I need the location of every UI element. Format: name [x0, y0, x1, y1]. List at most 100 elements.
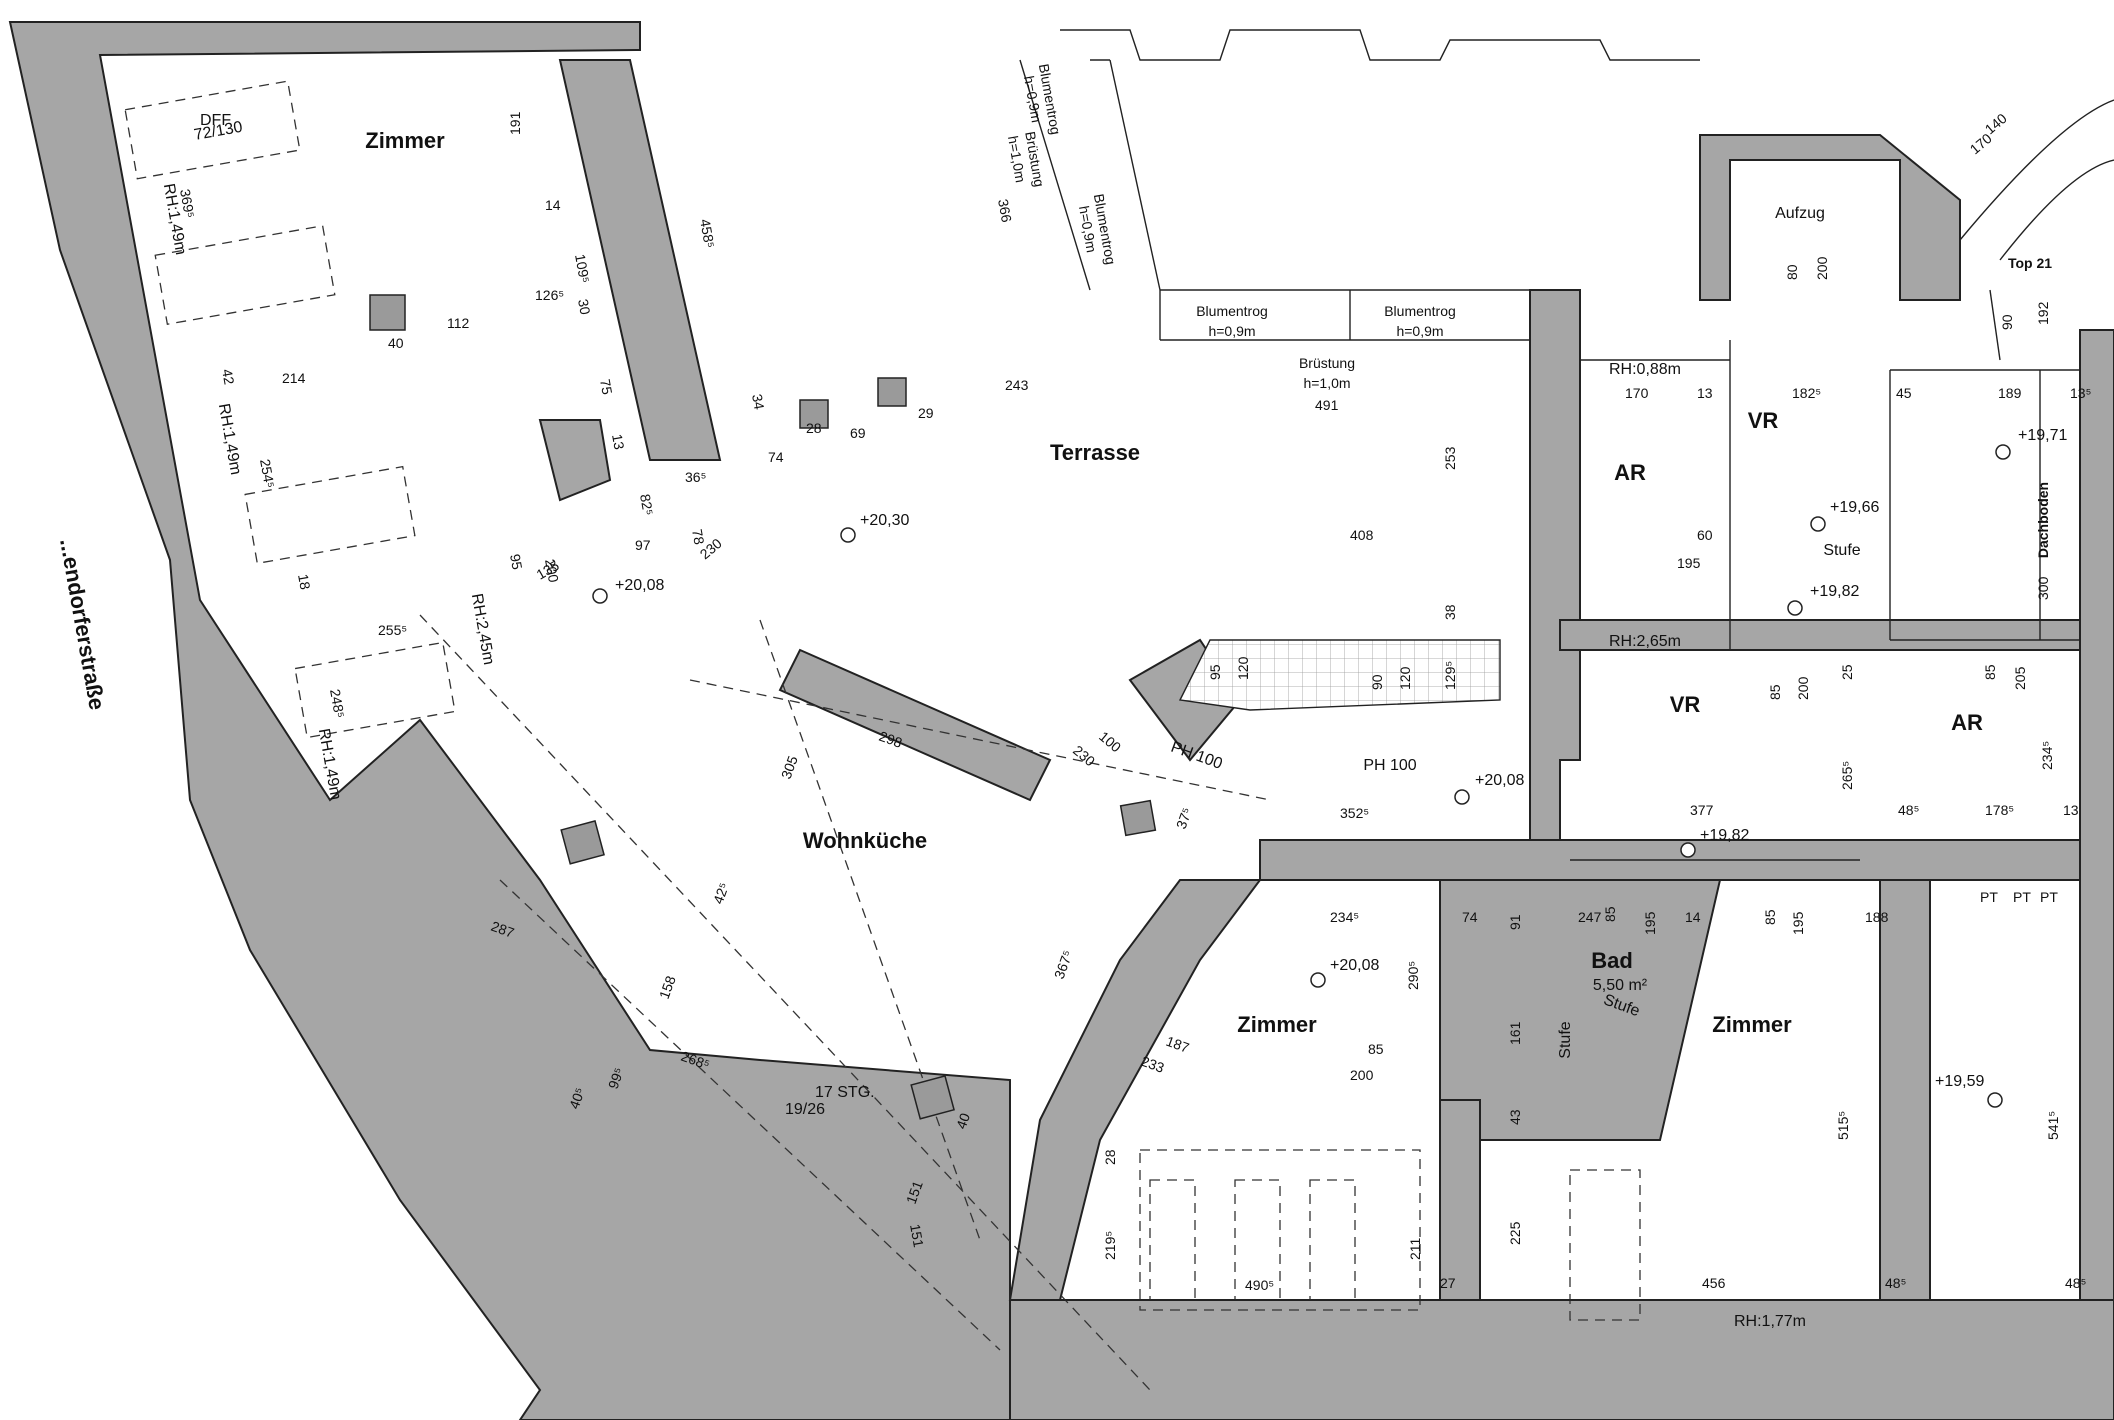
dimension: 408	[1350, 527, 1374, 543]
dimension: 36⁵	[685, 469, 706, 485]
dimension: 91	[1507, 914, 1523, 930]
dimension: 40	[953, 1111, 973, 1131]
dimension: 120	[1397, 666, 1413, 690]
dimension: 189	[1998, 385, 2022, 401]
dimension: 78	[689, 528, 707, 546]
dimension: 42⁵	[710, 880, 732, 906]
dimension: 287	[489, 918, 517, 941]
dimension: 195	[1677, 555, 1701, 571]
label-ph-100-b: PH 100	[1363, 757, 1416, 774]
svg-text:+20,08: +20,08	[1330, 957, 1379, 974]
room-label-ar-2: AR	[1951, 710, 1983, 735]
room-label-ar-1: AR	[1614, 460, 1646, 485]
dimension: 14	[545, 197, 561, 213]
dimension: 80	[1784, 264, 1800, 280]
room-label-zimmer-top-left: Zimmer	[365, 128, 445, 153]
level-marker: +20,08	[1310, 957, 1379, 988]
room-label-vr-2: VR	[1670, 692, 1701, 717]
label-rh-265: RH:2,65m	[1609, 633, 1681, 650]
dimension: 205	[2012, 666, 2028, 690]
walls	[8, 21, 2114, 1420]
label-dff-1: DFF	[200, 112, 231, 129]
dimension: 129⁵	[1442, 661, 1458, 690]
dimension: 225	[1507, 1221, 1523, 1245]
dimension: 126⁵	[535, 287, 564, 303]
dimension: 200	[1795, 676, 1811, 700]
dimension: 29	[918, 405, 934, 421]
dimension: 120	[1235, 656, 1251, 680]
level-marker: +20,30	[840, 512, 909, 543]
dimension: 40	[388, 335, 404, 351]
dimension: 369⁵	[177, 188, 198, 220]
dimension: 18	[295, 573, 313, 591]
dimension: 151	[903, 1178, 926, 1206]
dimension-labels: 191 14 369⁵ 109⁵ 126⁵ 30 112 40 42 214 7…	[177, 110, 2091, 1293]
svg-text:+20,30: +20,30	[860, 512, 909, 529]
dimension: 74	[768, 449, 784, 465]
dimension: 13	[609, 433, 627, 451]
dimension: 298	[877, 728, 905, 751]
partition-wall-1	[538, 419, 612, 502]
dimension: 170	[1625, 385, 1649, 401]
level-marker: +19,82	[1680, 827, 1749, 858]
dimension: 191	[507, 111, 523, 135]
svg-text:+20,08: +20,08	[615, 577, 664, 594]
apartment-label-top: Top 21	[2008, 255, 2052, 271]
level-marker: +19,82	[1787, 583, 1859, 616]
dimension: 85	[1368, 1041, 1384, 1057]
dimension: 233	[1139, 1053, 1167, 1076]
dimension: 90	[1369, 674, 1385, 690]
dimension: 265⁵	[1839, 761, 1855, 790]
dimension: 13	[2063, 802, 2079, 818]
svg-text:+19,59: +19,59	[1935, 1073, 1984, 1090]
label-bruestung-1-h: h=1,0m	[1303, 375, 1350, 391]
dimension: 541⁵	[2045, 1111, 2061, 1140]
label-blumentrog-2-h: h=0,9m	[1396, 323, 1443, 339]
room-area-bad: 5,50 m²	[1593, 977, 1648, 994]
dimension: 40⁵	[566, 1085, 588, 1111]
svg-text:+19,82: +19,82	[1810, 583, 1859, 600]
dimension: 254⁵	[257, 458, 278, 490]
kitchen-counter	[778, 648, 1052, 802]
dimension: 234⁵	[2039, 741, 2055, 770]
dimension: 178⁵	[1985, 802, 2014, 818]
room-label-dachboden: Dachboden	[2035, 482, 2051, 558]
dimension: 13⁵	[2070, 385, 2091, 401]
dimension: 48⁵	[1898, 802, 1919, 818]
pt-label: PT	[1980, 889, 1998, 905]
dimension: 95	[507, 553, 525, 571]
room-label-zimmer-mid: Zimmer	[1237, 1012, 1317, 1037]
wall-aufzug	[1699, 134, 1961, 301]
wall-right-divider	[1879, 879, 1931, 1301]
label-blumentrog-1: Blumentrog	[1196, 303, 1268, 319]
dimension: 490⁵	[1245, 1277, 1274, 1293]
dimension: 200	[1814, 256, 1830, 280]
dimension: 38	[1442, 604, 1458, 620]
label-bruestung-1: Brüstung	[1299, 355, 1355, 371]
dimension: 151	[907, 1223, 927, 1249]
room-label-vr-1: VR	[1748, 408, 1779, 433]
wall-right-edge	[2079, 329, 2114, 1301]
dimension: 45	[1896, 385, 1912, 401]
dimension: 214	[282, 370, 306, 386]
shaft-wall	[558, 59, 722, 461]
label-rh-088: RH:0,88m	[1609, 361, 1681, 378]
room-labels: Zimmer Wohnküche Terrasse Aufzug AR VR V…	[365, 128, 2052, 1118]
level-marker: +19,71	[1995, 427, 2067, 460]
dimension: 27	[1440, 1275, 1456, 1291]
dimension: 85	[1602, 906, 1618, 922]
dimension: 82⁵	[637, 493, 656, 517]
dimension: 48⁵	[1885, 1275, 1906, 1291]
dimension: 60	[1697, 527, 1713, 543]
dimension: 195	[1642, 911, 1658, 935]
stairs-label: 17 STG.	[815, 1084, 875, 1101]
level-marker: +19,59	[1935, 1073, 2003, 1108]
dimension: 75	[597, 378, 615, 396]
level-marker: +19,66	[1810, 499, 1879, 532]
dimension: 97	[635, 537, 651, 553]
label-blumentrog-1-h: h=0,9m	[1208, 323, 1255, 339]
dimension: 182⁵	[1792, 385, 1821, 401]
dimension: 161	[1507, 1021, 1523, 1045]
svg-text:+19,66: +19,66	[1830, 499, 1879, 516]
svg-text:+19,82: +19,82	[1700, 827, 1749, 844]
